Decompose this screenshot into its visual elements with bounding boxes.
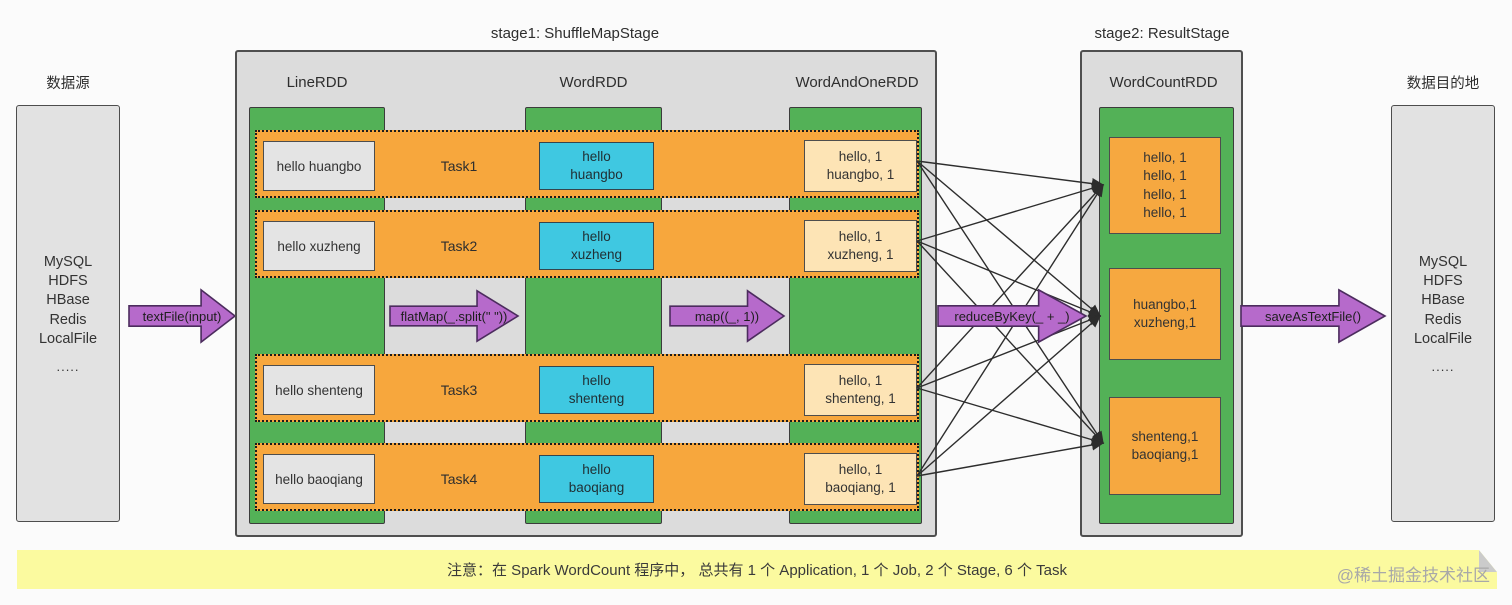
stage2-box: WordCountRDD hello, 1 hello, 1 hello, 1 … — [1080, 50, 1243, 537]
arrow-shape — [390, 288, 518, 344]
task-row-1: hello huangbo Task1 hello huangbo hello,… — [255, 130, 919, 198]
task-label-2: Task2 — [440, 238, 478, 254]
arrow-shape — [670, 288, 784, 344]
note-text: 注意：在 Spark WordCount 程序中， 总共有 1 个 Applic… — [447, 562, 1067, 579]
pair-box-3: hello, 1 shenteng, 1 — [804, 364, 917, 416]
pair-box-4: hello, 1 baoqiang, 1 — [804, 453, 917, 505]
dest-box: MySQL HDFS HBase Redis LocalFile ..... — [1391, 105, 1495, 522]
stage2-title: stage2: ResultStage — [1094, 25, 1230, 42]
folded-corner — [1479, 550, 1497, 572]
word-box-3: hello shenteng — [539, 366, 654, 414]
result-box-shenteng-baoqiang: shenteng,1 baoqiang,1 — [1109, 397, 1221, 495]
task-label-1: Task1 — [440, 158, 478, 174]
result-box-huangbo-xuzheng: huangbo,1 xuzheng,1 — [1109, 268, 1221, 360]
watermark: @稀土掘金技术社区 — [1336, 566, 1490, 585]
stage1-title: stage1: ShuffleMapStage — [490, 25, 660, 42]
line-box-4: hello baoqiang — [263, 454, 375, 504]
source-box: MySQL HDFS HBase Redis LocalFile ..... — [16, 105, 120, 522]
pair-box-2: hello, 1 xuzheng, 1 — [804, 220, 917, 272]
task-row-4: hello baoqiang Task4 hello baoqiang hell… — [255, 443, 919, 511]
task-row-3: hello shenteng Task3 hello shenteng hell… — [255, 354, 919, 422]
source-ellipsis: ..... — [56, 358, 80, 374]
word-box-4: hello baoqiang — [539, 455, 654, 503]
reducebykey-arrow: reduceByKey(_ + _) — [938, 287, 1086, 345]
shuffle-lines — [916, 160, 1105, 477]
map-arrow: map((_, 1)) — [670, 288, 784, 344]
task-label-4: Task4 — [440, 471, 478, 487]
arrow-shape — [129, 287, 235, 345]
dest-ellipsis: ..... — [1431, 358, 1455, 374]
textfile-arrow-label: textFile(input) — [142, 308, 222, 324]
wordrdd-label: WordRDD — [559, 74, 628, 91]
wordandonerdd-label: WordAndOneRDD — [795, 74, 919, 91]
linerdd-label: LineRDD — [286, 74, 348, 91]
source-systems: MySQL HDFS HBase Redis LocalFile — [38, 254, 98, 347]
task-row-2: hello xuzheng Task2 hello xuzheng hello,… — [255, 210, 919, 278]
dest-systems: MySQL HDFS HBase Redis LocalFile — [1413, 254, 1473, 347]
word-box-1: hello huangbo — [539, 142, 654, 190]
pair-box-1: hello, 1 huangbo, 1 — [804, 140, 917, 192]
saveastextfile-arrow: saveAsTextFile() — [1241, 287, 1385, 345]
line-box-1: hello huangbo — [263, 141, 375, 191]
word-box-2: hello xuzheng — [539, 222, 654, 270]
reducebykey-arrow-label: reduceByKey(_ + _) — [954, 308, 1070, 324]
dest-label: 数据目的地 — [1406, 76, 1480, 92]
note-band: 注意：在 Spark WordCount 程序中， 总共有 1 个 Applic… — [17, 550, 1497, 589]
task-label-3: Task3 — [440, 382, 478, 398]
line-box-3: hello shenteng — [263, 365, 375, 415]
result-box-hello: hello, 1 hello, 1 hello, 1 hello, 1 — [1109, 137, 1221, 234]
map-arrow-label: map((_, 1)) — [694, 308, 760, 324]
line-box-2: hello xuzheng — [263, 221, 375, 271]
flatmap-arrow-label: flatMap(_.split(" ")) — [400, 308, 508, 324]
wordcountrdd-label: WordCountRDD — [1109, 74, 1218, 91]
saveastextfile-arrow-label: saveAsTextFile() — [1264, 308, 1362, 324]
textfile-arrow: textFile(input) — [129, 287, 235, 345]
flatmap-arrow: flatMap(_.split(" ")) — [390, 288, 518, 344]
source-label: 数据源 — [46, 76, 90, 92]
arrow-shape — [1241, 287, 1385, 345]
stage1-box: LineRDD WordRDD WordAndOneRDD hello huan… — [235, 50, 937, 537]
arrow-shape — [938, 287, 1086, 345]
